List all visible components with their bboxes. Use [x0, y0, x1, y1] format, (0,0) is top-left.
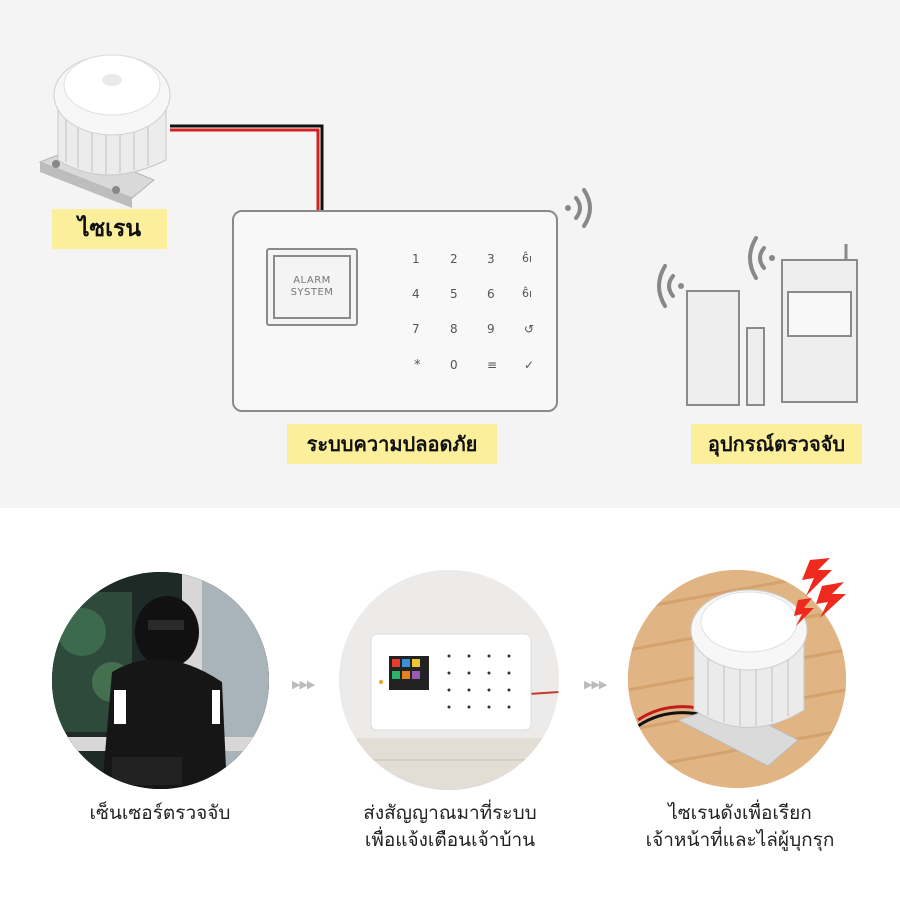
key-3: 3 — [487, 252, 495, 266]
burglar-photo — [52, 572, 269, 789]
key-star: * — [414, 358, 421, 373]
system-label: ระบบความปลอดภัย — [287, 424, 497, 464]
alarm-panel-photo — [339, 570, 559, 790]
siren-wire — [170, 124, 324, 212]
step-separator-1: ▶▶▶ — [292, 678, 315, 691]
step-1-line1: เซ็นเซอร์ตรวจจับ — [89, 802, 231, 824]
screen-line1: ALARM — [293, 275, 331, 286]
step-2-line2: เพื่อแจ้งเตือนเจ้าบ้าน — [364, 829, 536, 851]
key-arm: 6̂ı — [522, 252, 533, 265]
key-7: 7 — [412, 322, 420, 336]
door-sensor-icon — [657, 264, 765, 406]
keypad: 1 2 3 6̂ı 4 5 6 6̂ı 7 8 9 ↺ * 0 ≡ ✓ — [400, 248, 550, 378]
step-1-caption: เซ็นเซอร์ตรวจจับ — [40, 800, 280, 827]
pir-sensor-icon — [748, 236, 858, 403]
key-disarm: 6̂ı — [522, 287, 533, 300]
key-1: 1 — [412, 252, 420, 266]
key-4: 4 — [412, 287, 420, 301]
wifi-signal-icon — [565, 188, 592, 228]
screen-line2: SYSTEM — [290, 287, 334, 298]
alert-burst-icon — [794, 558, 846, 626]
key-ok: ✓ — [524, 358, 535, 372]
step-separator-2: ▶▶▶ — [584, 678, 607, 691]
key-menu: ≡ — [487, 358, 498, 372]
key-9: 9 — [487, 322, 495, 336]
step-2-caption: ส่งสัญญาณมาที่ระบบ เพื่อแจ้งเตือนเจ้าบ้า… — [320, 800, 580, 854]
key-8: 8 — [450, 322, 458, 336]
siren-label: ไซเรน — [52, 209, 167, 249]
step-3-line1: ไซเรนดังเพื่อเรียก — [668, 802, 812, 824]
key-5: 5 — [450, 287, 458, 301]
step-3-line2: เจ้าหน้าที่และไล่ผู้บุกรุก — [645, 829, 835, 851]
key-0: 0 — [450, 358, 458, 372]
key-back: ↺ — [524, 322, 535, 336]
detector-label: อุปกรณ์ตรวจจับ — [691, 424, 862, 464]
siren-photo — [628, 570, 846, 788]
key-2: 2 — [450, 252, 458, 266]
siren-icon — [38, 54, 171, 208]
key-6: 6 — [487, 287, 495, 301]
step-3-caption: ไซเรนดังเพื่อเรียก เจ้าหน้าที่และไล่ผู้บ… — [610, 800, 870, 854]
panel-screen: ALARM SYSTEM — [266, 248, 358, 326]
step-2-line1: ส่งสัญญาณมาที่ระบบ — [363, 802, 537, 824]
